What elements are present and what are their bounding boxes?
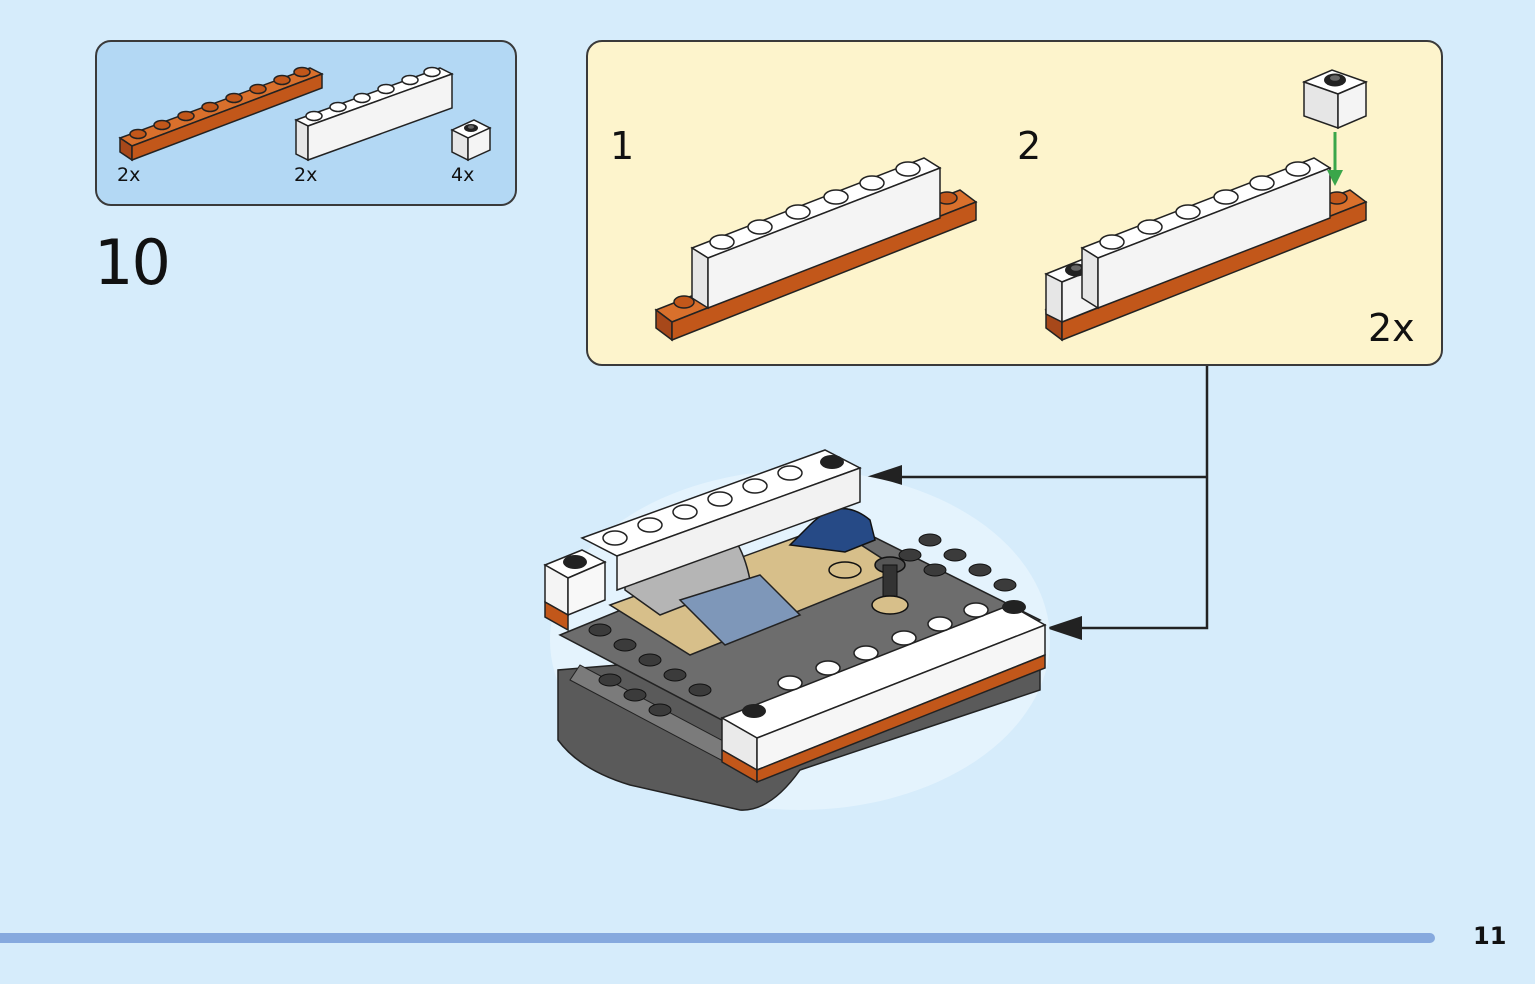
page-progress-bar xyxy=(0,933,1435,943)
part-quantity-white-brick-small: 4x xyxy=(451,164,475,186)
callout-quantity: 2x xyxy=(1368,306,1415,350)
substep-number-2: 2 xyxy=(1017,124,1042,168)
substep-1-illustration xyxy=(654,157,978,342)
white-brick-small-icon xyxy=(450,119,492,162)
substep-number-1: 1 xyxy=(610,124,635,168)
substep-2-illustration xyxy=(1044,69,1369,342)
part-quantity-white-brick-long: 2x xyxy=(294,164,318,186)
step-number: 10 xyxy=(94,226,171,299)
part-quantity-orange-plate: 2x xyxy=(117,164,141,186)
page-number: 11 xyxy=(1473,922,1507,950)
main-model-illustration xyxy=(543,449,1050,811)
orange-plate-icon xyxy=(118,66,324,162)
white-brick-long-icon xyxy=(294,66,454,162)
